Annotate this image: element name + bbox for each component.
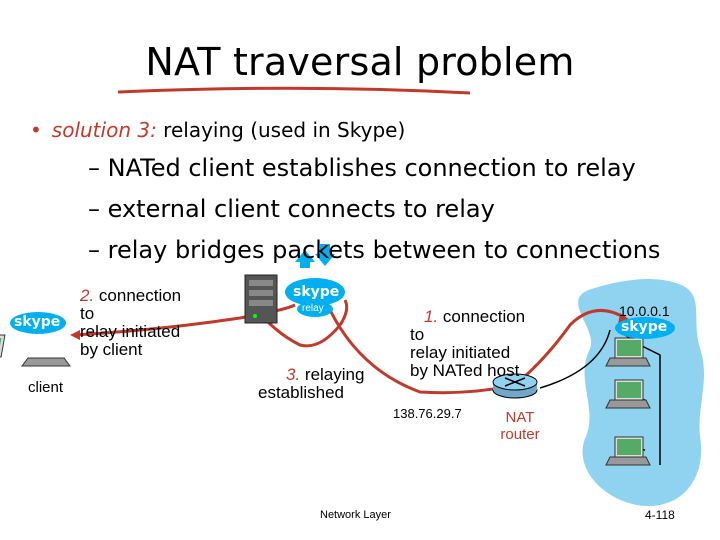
private-ip-label: 10.0.0.1 (619, 303, 670, 319)
public-ip-label: 138.76.29.7 (393, 406, 462, 421)
client-skype-text: skype (14, 314, 61, 330)
title-underline (117, 86, 471, 95)
annotation-line: relay initiated (80, 322, 181, 341)
client-laptop-icon (0, 334, 71, 367)
annotation-line: to (80, 304, 95, 323)
solution-bullet: • solution 3: relaying (used in Skype) (30, 118, 405, 142)
annotation-line: relaying (300, 365, 365, 384)
annotation-line: connection (438, 307, 526, 326)
router-label-line: NAT (505, 409, 535, 426)
annotation-line: connection (94, 286, 182, 305)
relay-skype-text: skype (293, 284, 340, 300)
nat-router-icon (492, 373, 538, 399)
host-skype-text: skype (621, 319, 668, 335)
subitem-1: – NATed client establishes connection to… (88, 154, 636, 182)
step-number-1: 1. (424, 307, 439, 326)
annotation-line: established (258, 383, 345, 402)
annotation-line: by client (80, 340, 143, 359)
arrowhead-left (70, 330, 80, 340)
annotation-nated-connection: 1. connection to relay initiated by NATe… (410, 308, 525, 380)
annotation-line: by NATed host (410, 361, 520, 380)
subitem-2: – external client connects to relay (88, 195, 495, 223)
client-skype-logo-icon (10, 312, 66, 334)
relay-connection-2 (74, 303, 296, 337)
bullet-dot: • (30, 118, 42, 142)
relay-traffic-arrows-icon (295, 244, 335, 268)
solution-label: solution 3: (51, 118, 157, 142)
solution-text: relaying (used in Skype) (156, 118, 406, 142)
page-number: 4-118 (645, 508, 675, 522)
relay-path-3 (248, 299, 349, 348)
annotation-client-connection: 2. connection to relay initiated by clie… (80, 287, 181, 359)
nated-host-laptop-icon (605, 337, 651, 367)
annotation-line: to (410, 325, 425, 344)
router-lan-link (539, 329, 611, 389)
subitem-3: – relay bridges packets between to conne… (88, 236, 661, 264)
client-label: client (28, 379, 64, 396)
step-number-2: 2. (80, 286, 95, 305)
nated-host-skype-logo-icon (615, 317, 675, 339)
footer-section: Network Layer (320, 509, 391, 521)
relay-text: relay (302, 303, 324, 314)
nat-router-label: NAT router (493, 409, 547, 443)
router-label-line: router (500, 426, 540, 443)
lan-laptop-icon (605, 436, 651, 466)
lan-laptop-icon (605, 379, 651, 409)
relay-skype-logo-icon (285, 278, 345, 317)
annotation-line: relay initiated (410, 343, 511, 362)
step-number-3: 3. (286, 365, 301, 384)
relay-server-icon (244, 274, 278, 324)
annotation-relaying: 3. relaying established (258, 366, 364, 402)
slide-title: NAT traversal problem (145, 40, 575, 84)
